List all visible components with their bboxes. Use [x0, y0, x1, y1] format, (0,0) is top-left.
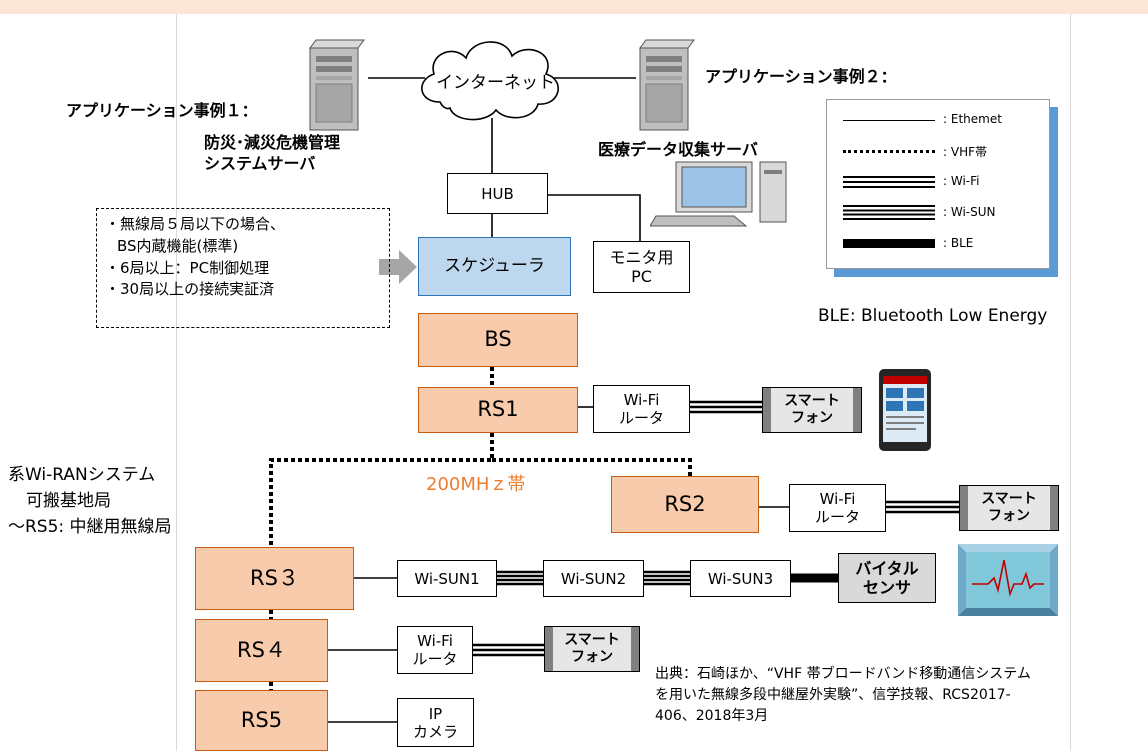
arrow-right-icon — [379, 250, 417, 284]
legend-label: : VHF帯 — [943, 145, 987, 159]
ethernet-line — [548, 194, 641, 241]
band-label: 200MHｚ帯 — [426, 474, 526, 495]
legend-item-ble: : BLE — [843, 234, 1043, 254]
smartphone-icon — [879, 369, 931, 451]
legend-swatch — [843, 150, 935, 153]
wifi-router-box: Wi-Fi ルータ — [593, 385, 690, 433]
scheduler-box: スケジューラ — [418, 237, 571, 296]
legend-label: : Ethemet — [943, 112, 1002, 126]
wisun1-box: Wi-SUN1 — [397, 560, 497, 597]
app1-server-label: 防災･減災危機管理 システムサーバ — [204, 133, 341, 173]
wisun3-box: Wi-SUN3 — [690, 560, 791, 597]
legend-item-wifi: : Wi-Fi — [843, 172, 1043, 192]
rs3-station: RS３ — [195, 547, 354, 610]
wisun2-box: Wi-SUN2 — [543, 560, 644, 597]
desktop-pc-icon — [650, 161, 787, 227]
vital-sensor-box: バイタル センサ — [838, 553, 936, 603]
app2-title: アプリケーション事例２： — [705, 67, 897, 86]
wifi-router-box: Wi-Fi ルータ — [789, 484, 886, 532]
note-line: BS内蔵機能(標準) — [117, 236, 239, 255]
header-band — [0, 0, 1148, 14]
ip-camera-box: IP カメラ — [397, 698, 474, 747]
system-label-line1: 系Wi-RANシステム — [8, 465, 156, 485]
legend: : Ethemet : VHF帯 : Wi-Fi : Wi-SUN : BLE — [826, 99, 1050, 269]
smartphone-box: スマート フォン — [544, 626, 640, 672]
legend-swatch — [843, 176, 935, 188]
smartphone-box: スマート フォン — [959, 485, 1059, 531]
legend-label: : BLE — [943, 236, 974, 250]
app2-server-label: 医療データ収集サーバ — [598, 140, 758, 159]
system-label-line2: 可搬基地局 — [26, 491, 111, 511]
vhf-line — [492, 458, 692, 476]
legend-item-vhf: : VHF帯 — [843, 141, 1043, 161]
note-line: ・無線局５局以下の場合、 — [105, 215, 286, 233]
legend-item-ethernet: : Ethemet — [843, 110, 1043, 130]
note-line: ・30局以上の接続実証済 — [105, 280, 275, 299]
bs-station: BS — [418, 313, 578, 367]
note-line: ・6局以上：PC制御処理 — [105, 258, 270, 277]
smartphone-box: スマート フォン — [762, 387, 862, 433]
server-tower-icon — [309, 39, 365, 131]
hub-box: HUB — [447, 173, 548, 214]
legend-label: : Wi-Fi — [943, 174, 980, 188]
rs5-station: RS5 — [195, 690, 328, 751]
internet-cloud-icon — [421, 41, 559, 121]
guide-line-right — [1070, 14, 1071, 751]
legend-swatch — [843, 205, 935, 220]
legend-swatch — [843, 239, 935, 248]
scheduler-note: ・無線局５局以下の場合、 BS内蔵機能(標準) ・6局以上：PC制御処理 ・30… — [96, 208, 390, 328]
rs4-station: RS４ — [195, 619, 328, 682]
legend-item-wisun: : Wi-SUN — [843, 203, 1043, 223]
rs2-station: RS2 — [611, 476, 759, 533]
wifi-router-box: Wi-Fi ルータ — [397, 626, 473, 674]
ble-definition: BLE: Bluetooth Low Energy — [818, 306, 1048, 326]
vital-monitor-icon — [958, 544, 1058, 616]
guide-line-left — [176, 14, 177, 751]
rs1-station: RS1 — [418, 387, 578, 433]
legend-swatch — [843, 120, 935, 121]
internet-label: インターネット — [436, 73, 555, 93]
legend-label: : Wi-SUN — [943, 205, 996, 219]
app1-title: アプリケーション事例１： — [66, 101, 258, 120]
source-citation: 出典：石崎ほか、“VHF 帯ブロードバンド移動通信システム を用いた無線多段中継… — [655, 666, 1031, 724]
system-label-line3: ～RS5: 中継用無線局 — [8, 517, 172, 537]
server-tower-icon — [639, 39, 695, 131]
monitor-pc-box: モニタ用 PC — [593, 241, 690, 293]
